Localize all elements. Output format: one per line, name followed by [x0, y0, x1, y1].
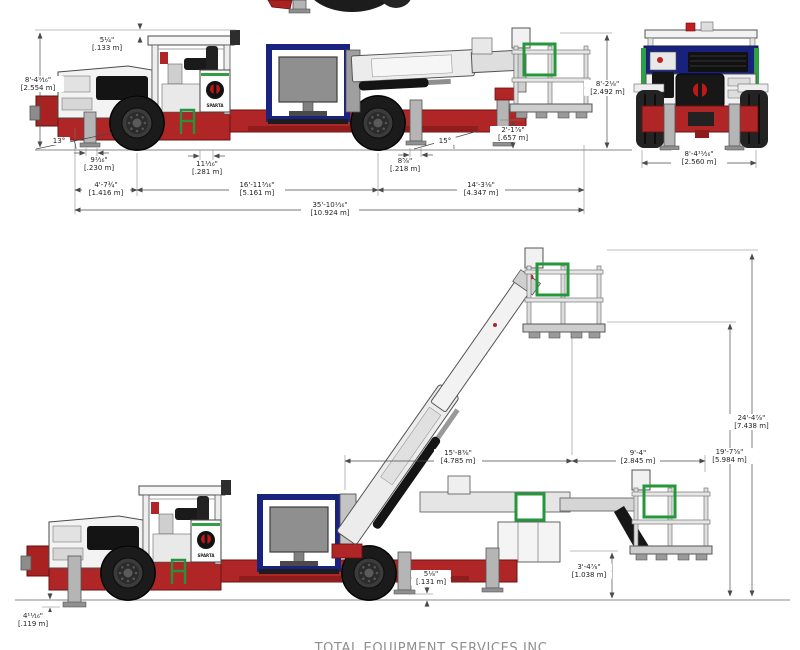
dim-metric: [2.554 m]	[12, 84, 64, 92]
dim-metric: [2.560 m]	[671, 158, 727, 166]
dim-metric: [.131 m]	[411, 578, 451, 586]
dim-imperial: 13°	[48, 137, 70, 145]
dim-jack-clearance: 5⅛" [.131 m]	[411, 570, 451, 586]
dim-imperial: 35'-10¹⁄₁₆"	[301, 201, 359, 209]
dim-imperial: 9¹⁄₁₆"	[76, 156, 122, 164]
dim-metric: [5.161 m]	[229, 189, 285, 197]
dim-imperial: 8'-4⁹⁄₁₆"	[12, 76, 64, 84]
dim-imperial: 5⅛"	[411, 570, 451, 578]
dim-imperial: 11¹⁄₁₆"	[184, 160, 230, 168]
dim-imperial: 3'-4⅞"	[566, 563, 612, 571]
dim-deck-height: 2'-1⅞" [.657 m]	[490, 126, 536, 142]
dim-metric: [1.416 m]	[82, 189, 130, 197]
dim-overall-width: 8'-4¹¹⁄₁₆" [2.560 m]	[671, 150, 727, 166]
dim-basket-height: 8'-2⅛" [2.492 m]	[584, 80, 631, 96]
dim-imperial: 15°	[434, 137, 456, 145]
dim-overall-length: 35'-10¹⁄₁₆" [10.924 m]	[301, 201, 359, 217]
dim-metric: [.133 m]	[84, 44, 130, 52]
dim-metric: [1.038 m]	[566, 571, 612, 579]
dim-imperial: 9'-4"	[616, 449, 660, 457]
dim-metric: [5.984 m]	[706, 456, 753, 464]
dim-platform-height: 19'-7⅝" [5.984 m]	[706, 448, 753, 464]
boom-raised	[337, 269, 542, 545]
footer-company-name: TOTAL EQUIPMENT SERVICES INC	[314, 641, 548, 650]
dim-metric: [.657 m]	[490, 134, 536, 142]
dim-rear-jack-offset: 9¹⁄₁₆" [.230 m]	[76, 156, 122, 172]
side-view-extended	[15, 246, 790, 614]
dim-imperial: 8'-4¹¹⁄₁₆"	[671, 150, 727, 158]
dim-wheelbase: 16'-11³⁄₁₆" [5.161 m]	[229, 181, 285, 197]
dim-imperial: 8'-2⅛"	[584, 80, 631, 88]
dim-metric: [7.438 m]	[728, 422, 775, 430]
dim-basket-travel: 9'-4" [2.845 m]	[616, 449, 660, 465]
front-view	[633, 21, 769, 168]
dim-imperial: 19'-7⅝"	[706, 448, 753, 456]
dim-metric: [10.924 m]	[301, 209, 359, 217]
dim-boom-reach: 15'-8⅜" [4.785 m]	[434, 449, 482, 465]
cutoff-drawing-fragment	[267, 0, 411, 14]
dim-overall-height: 8'-4⁹⁄₁₆" [2.554 m]	[12, 76, 64, 92]
dim-imperial: 5¼"	[84, 36, 130, 44]
dim-front-section: 14'-3⅛" [4.347 m]	[457, 181, 505, 197]
dim-imperial: 14'-3⅛"	[457, 181, 505, 189]
dim-metric: [2.492 m]	[584, 88, 631, 96]
dim-imperial: 8⅝"	[384, 157, 426, 165]
dim-imperial: 4'-7¾"	[82, 181, 130, 189]
dim-cab-offset: 11¹⁄₁₆" [.281 m]	[184, 160, 230, 176]
dim-metric: [.119 m]	[10, 620, 56, 628]
dim-metric: [4.347 m]	[457, 189, 505, 197]
dim-max-height: 24'-4⅞" [7.438 m]	[728, 414, 775, 430]
dim-metric: [4.785 m]	[434, 457, 482, 465]
dim-metric: [.230 m]	[76, 164, 122, 172]
dim-metric: [2.845 m]	[616, 457, 660, 465]
dim-rear-overhang: 4'-7¾" [1.416 m]	[82, 181, 130, 197]
dim-metric: [.281 m]	[184, 168, 230, 176]
dim-front-jack-offset: 8⅝" [.218 m]	[384, 157, 426, 173]
dim-imperial: 24'-4⅞"	[728, 414, 775, 422]
side-view-stowed	[30, 23, 632, 214]
dim-imperial: 16'-11³⁄₁₆"	[229, 181, 285, 189]
dim-imperial: 4¹¹⁄₁₆"	[10, 612, 56, 620]
dim-departure-angle: 13°	[48, 137, 70, 145]
dim-canopy-gap: 5¼" [.133 m]	[84, 36, 130, 52]
dim-imperial: 2'-1⅞"	[490, 126, 536, 134]
dim-imperial: 15'-8⅜"	[434, 449, 482, 457]
dim-metric: [.218 m]	[384, 165, 426, 173]
dim-approach-angle: 15°	[434, 137, 456, 145]
dim-jack-drop: 4¹¹⁄₁₆" [.119 m]	[10, 612, 56, 628]
dim-stowed-floor-height: 3'-4⅞" [1.038 m]	[566, 563, 612, 579]
